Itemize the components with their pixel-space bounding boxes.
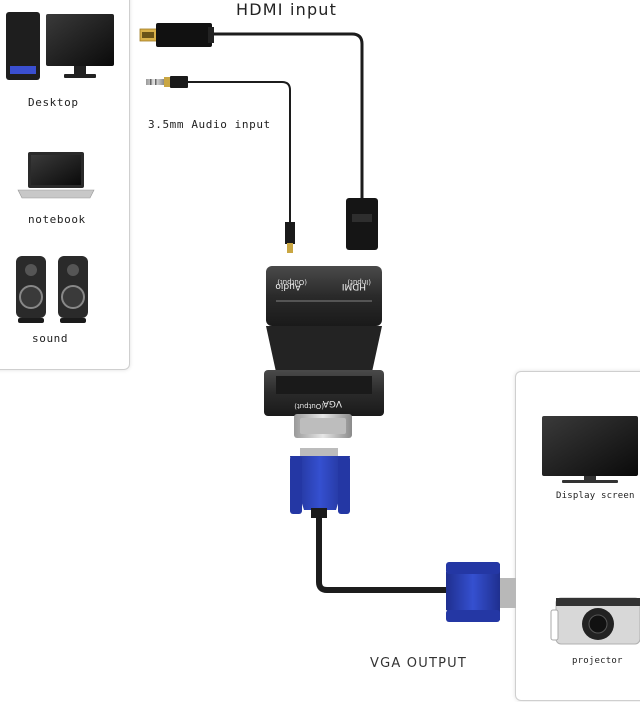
speakers-icon [16, 256, 88, 323]
audio-jack-plug-icon [146, 76, 188, 88]
hdmi-input-label: HDMI input [236, 0, 338, 19]
sound-label: sound [32, 332, 69, 345]
display-screen-icon [542, 416, 638, 483]
vga-output-label: VGA OUTPUT [370, 656, 467, 671]
adapter-vga-label: VGA [322, 398, 342, 408]
display-screen-label: Display screen [556, 491, 635, 501]
adapter-hdmi-sub: (Input) [347, 278, 371, 286]
audio-cable [188, 81, 291, 222]
adapter-vga-sub: (Output) [294, 402, 324, 410]
vga-cable [316, 514, 448, 593]
adapter-audio-label: Audio [275, 281, 301, 291]
hdmi-cable [212, 32, 364, 200]
hdmi-to-vga-adapter: (Output) Audio (Input) HDMI (Output) VGA [264, 266, 384, 438]
adapter-audio-sub: (Output) [277, 278, 307, 286]
hdmi-female-end-icon [346, 198, 378, 250]
hdmi-plug-icon [139, 23, 214, 47]
audio-input-label: 3.5mm Audio input [148, 118, 271, 131]
vga-connector-vertical-icon [290, 448, 350, 518]
desktop-label: Desktop [28, 96, 79, 109]
adapter-hdmi-label: HDMI [342, 281, 366, 291]
notebook-label: notebook [28, 213, 86, 226]
vga-connector-horizontal-icon [446, 562, 516, 622]
desktop-icon [6, 12, 114, 80]
projector-label: projector [572, 656, 623, 666]
audio-jack-end-icon [285, 222, 295, 253]
projector-icon [550, 597, 640, 645]
notebook-icon [17, 152, 95, 199]
